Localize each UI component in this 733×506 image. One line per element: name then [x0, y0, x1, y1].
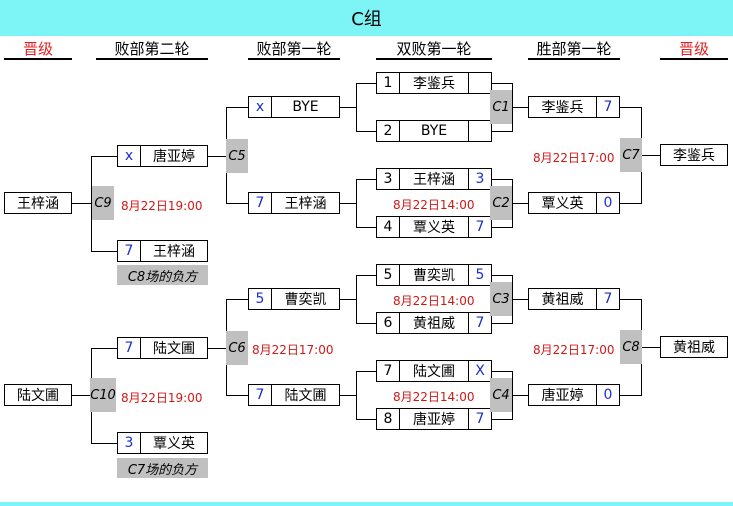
- game-c7: C7: [620, 138, 642, 172]
- lb2-note-top: C8场的负方: [117, 265, 208, 285]
- header-winners-round-1: 胜部第一轮: [528, 40, 620, 60]
- game-c4: C4: [490, 378, 512, 412]
- schedule-c9: 8月22日19:00: [121, 199, 203, 213]
- header-losers-round-1: 败部第一轮: [248, 40, 340, 60]
- bottom-bar: [0, 502, 733, 506]
- game-c5: C5: [226, 139, 248, 173]
- game-c9: C9: [92, 186, 114, 220]
- schedule-c8: 8月22日17:00: [533, 343, 615, 357]
- group-title: C组: [0, 0, 733, 36]
- header-advance-left: 晋级: [4, 40, 72, 60]
- header-losers-round-2: 败部第二轮: [96, 40, 208, 60]
- advance-left-bottom: 陆文圃: [4, 384, 72, 406]
- schedule-c6: 8月22日17:00: [252, 343, 334, 357]
- advance-right-top: 李鉴兵: [660, 144, 728, 166]
- game-c3: C3: [490, 282, 512, 316]
- game-c1: C1: [490, 90, 512, 124]
- schedule-c7: 8月22日17:00: [533, 151, 615, 165]
- game-c8: C8: [620, 330, 642, 364]
- lb2-note-bottom: C7场的负方: [117, 458, 208, 478]
- schedule-c2: 8月22日14:00: [393, 198, 475, 212]
- schedule-c10: 8月22日19:00: [121, 391, 203, 405]
- header-advance-right: 晋级: [660, 40, 728, 60]
- schedule-c3: 8月22日14:00: [393, 294, 475, 308]
- header-double-elim-round-1: 双败第一轮: [376, 40, 492, 60]
- advance-right-bottom: 黄祖威: [660, 336, 728, 358]
- game-c10: C10: [90, 378, 116, 412]
- game-c2: C2: [490, 186, 512, 220]
- game-c6: C6: [226, 331, 248, 365]
- advance-left-top: 王梓涵: [4, 192, 72, 214]
- schedule-c4: 8月22日14:00: [393, 390, 475, 404]
